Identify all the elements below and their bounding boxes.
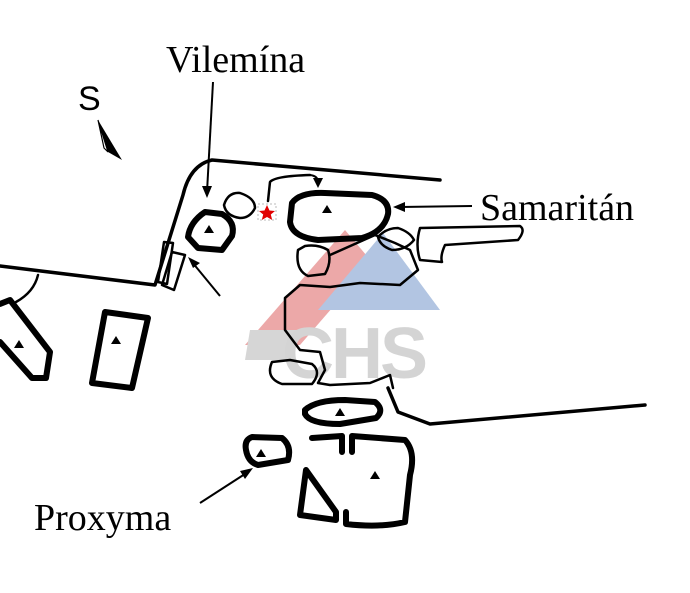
watermark-text: CHS [282,314,426,394]
watermark-red-peak [245,230,372,345]
bottom-right-wall [386,386,647,426]
red-star-icon [257,203,277,221]
arrow-samaritan [399,205,473,208]
left-spur [14,273,40,304]
room-oval [302,397,384,427]
survey-point-oval [335,408,345,416]
north-arrow-icon: S [78,80,122,160]
survey-point-left-diag [14,340,24,348]
passage-large [283,233,420,390]
label-samaritan: Samaritán [480,187,634,229]
central-passages [266,173,524,390]
room-vilemina-small [222,191,257,220]
label-proxyma: Proxyma [34,497,171,539]
survey-point-large [370,471,380,479]
watermark-blue-peak [318,233,440,310]
passage-right-arm [416,224,524,264]
compass-letter: S [78,80,101,118]
survey-point-left-rect [111,336,121,344]
rooms [0,189,416,529]
survey-points [14,205,380,479]
cave-walls [0,158,647,426]
arrow-proxyma [199,471,249,504]
room-narrow-2 [160,250,187,292]
room-large-bottom [297,433,416,529]
chs-watermark: CHS [245,230,440,394]
survey-point-vilemina [204,225,214,233]
arrow-vilemina-lower [191,261,221,297]
room-vilemina [185,209,236,253]
room-left-rect [89,309,151,391]
survey-point-samaritan [322,205,332,213]
room-left-diag [0,297,53,381]
arrow-vilemina [206,81,214,193]
passage-lower-lobe [268,358,319,386]
left-wall [0,158,442,287]
room-proxyma [242,434,293,468]
watermark-gray-base [245,330,300,360]
passage-samaritan-side [376,226,416,252]
label-vilemina: Vilemína [166,39,305,81]
passage-upper [266,173,312,203]
arrows [188,81,473,504]
passage-lobe-mid [296,244,331,278]
room-narrow-1 [156,240,175,286]
room-samaritan [287,189,392,243]
survey-point-proxyma [256,449,266,457]
